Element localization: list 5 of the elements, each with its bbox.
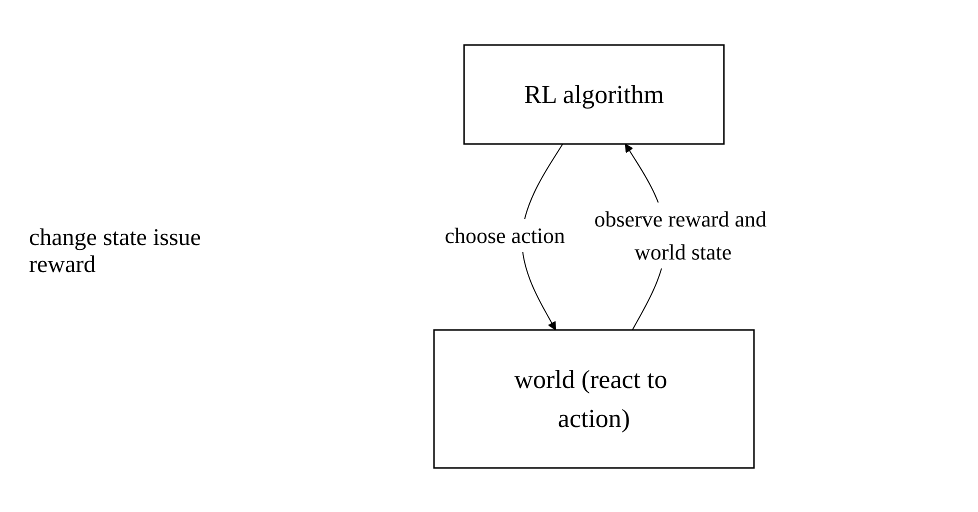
note-text: change state issue reward [29,225,202,279]
node-box: RL algorithm [464,44,726,144]
edge-label: observe reward and world state [594,206,767,264]
node-box: world (react to action) [434,328,756,468]
edge-label: choose action [445,222,566,248]
